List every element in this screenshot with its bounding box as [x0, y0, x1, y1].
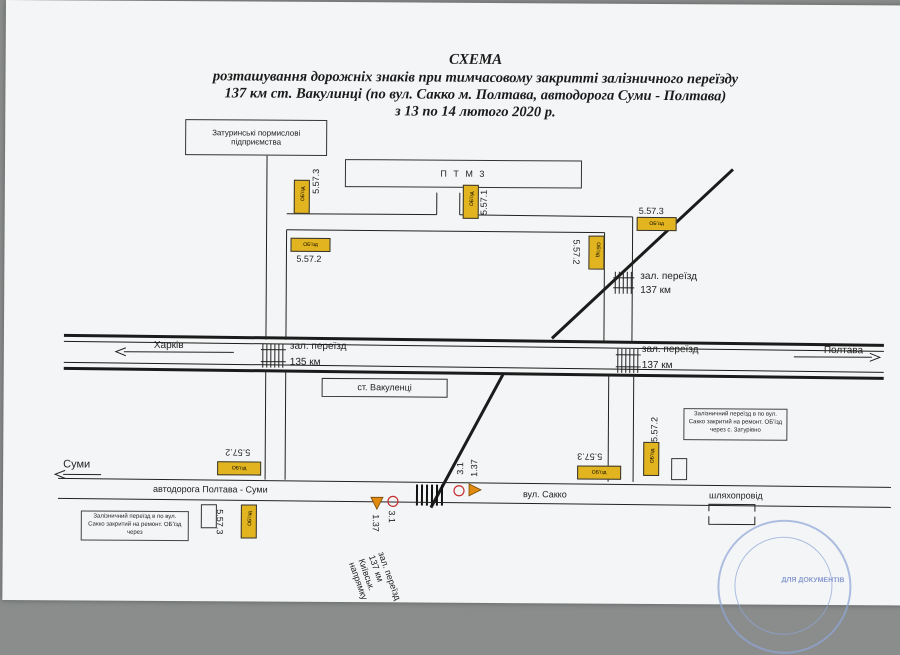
poltava-label: Полтава — [824, 345, 863, 356]
detour-sign-1-text: ОБ'їзд — [300, 186, 306, 201]
detour-sign-4: ОБ'їзд — [290, 238, 330, 252]
sign-code-r31-bottom: 3.1 — [387, 510, 397, 523]
detour-sign-9-text: ОБ'їзд — [247, 511, 253, 526]
detour-sign-3: ОБ'їзд — [637, 217, 677, 231]
detour-sign-7: ОБ'їзд — [217, 461, 261, 475]
sign-code-3: 5.57.3 — [639, 206, 664, 216]
detour-sign-5: ОБ'їзд — [588, 236, 604, 270]
sign-code-4: 5.57.2 — [296, 254, 321, 264]
crossing-135-label: зал. переїзд — [290, 341, 347, 352]
sign-code-8: 5.57.3 — [577, 451, 602, 461]
sumy-label: Суми — [63, 458, 90, 470]
crossing-137-mid-label: зал. переїзд — [642, 344, 699, 355]
sign-code-6: 5.57.2 — [649, 417, 659, 442]
crossing-137-mid-km: 137 км — [642, 360, 673, 371]
sign-code-1: 5.57.3 — [311, 169, 321, 194]
sign-code-r31-top: 3.1 — [455, 462, 465, 475]
detour-sign-9: ОБ'їзд — [241, 504, 257, 538]
zaturynski-box: Затуринські пормислові підприємства — [185, 119, 327, 156]
crossing-137-top-hatch — [613, 272, 634, 294]
warning-triangles — [371, 483, 481, 510]
crossing-137-top-km: 137 км — [640, 285, 671, 296]
detour-sign-5-text: ОБ'їзд — [595, 242, 601, 257]
crossing-135-km: 135 км — [290, 357, 321, 368]
highway-label: автодорога Полтава - Суми — [153, 484, 268, 495]
sign-code-2: 5.57.1 — [479, 190, 489, 215]
detour-sign-6-text: ОБ'їзд — [649, 449, 655, 464]
note-right: Залізничний переїзд в по вул. Сакко закр… — [683, 408, 787, 441]
station-box: ст. Вакуленці — [322, 378, 448, 398]
detour-sign-1: ОБ'їзд — [294, 180, 310, 214]
detour-sign-6: ОБ'їзд — [643, 442, 659, 476]
note-left: Залізничний переїзд в по вул. Сакко закр… — [81, 510, 189, 541]
sign-code-r137-bottom: 1.37 — [371, 514, 381, 532]
main-railway — [64, 335, 884, 378]
official-stamp: ДЛЯ ДОКУМЕНТІВ — [717, 519, 852, 654]
sign-code-r137-top: 1.37 — [469, 459, 479, 477]
detour-sign-8: ОБ'їзд — [577, 465, 621, 479]
sakko-label: вул. Сакко — [523, 489, 567, 499]
crossing-135-hatch — [261, 344, 286, 368]
sign-code-5: 5.57.2 — [571, 239, 581, 264]
post-box-left — [201, 504, 217, 528]
overpass-label: шляхопровід — [709, 490, 763, 500]
scheme-sheet: СХЕМА розташування дорожніх знаків при т… — [2, 0, 900, 605]
detour-sign-2: ОБ'їзд — [463, 185, 479, 219]
post-box — [671, 458, 687, 480]
crossing-137-top-label: зал. переїзд — [640, 271, 697, 282]
detour-sign-2-text: ОБ'їзд — [469, 192, 475, 207]
sign-code-7: 5.57.2 — [225, 447, 250, 457]
official-stamp-ring — [734, 536, 833, 635]
kharkiv-label: Харків — [154, 340, 184, 351]
stamp-text: ДЛЯ ДОКУМЕНТІВ — [781, 577, 844, 585]
